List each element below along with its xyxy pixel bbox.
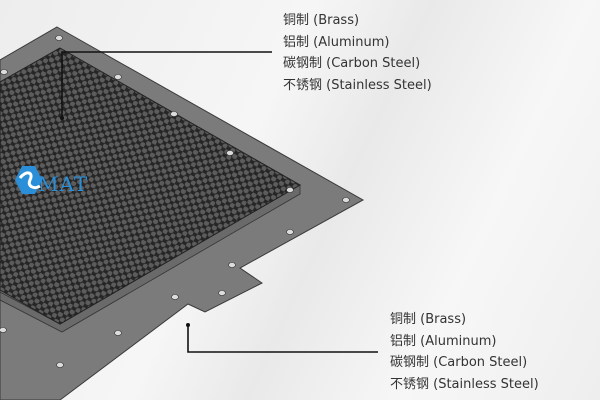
logo-text: MAT bbox=[38, 172, 89, 196]
material-label: 铜制 (Brass) bbox=[390, 312, 467, 327]
material-label: 铜制 (Brass) bbox=[283, 13, 360, 28]
bottom-callout-labels: 铜制 (Brass) 铝制 (Aluminum) 碳钢制 (Carbon Ste… bbox=[390, 309, 539, 395]
logo-icon bbox=[15, 166, 42, 194]
honeycomb-core bbox=[0, 47, 302, 325]
material-label: 不锈钢 (Stainless Steel) bbox=[283, 77, 432, 93]
material-label: 不锈钢 (Stainless Steel) bbox=[390, 376, 539, 392]
material-label: 碳钢制 (Carbon Steel) bbox=[283, 56, 421, 71]
leader-lines bbox=[61, 51, 378, 353]
material-label: 碳钢制 (Carbon Steel) bbox=[390, 355, 528, 370]
material-label: 铝制 (Aluminum) bbox=[390, 333, 497, 349]
material-label: 铝制 (Aluminum) bbox=[283, 34, 390, 50]
top-callout-labels: 铜制 (Brass) 铝制 (Aluminum) 碳钢制 (Carbon Ste… bbox=[283, 10, 432, 96]
bolt-holes bbox=[0, 35, 350, 368]
